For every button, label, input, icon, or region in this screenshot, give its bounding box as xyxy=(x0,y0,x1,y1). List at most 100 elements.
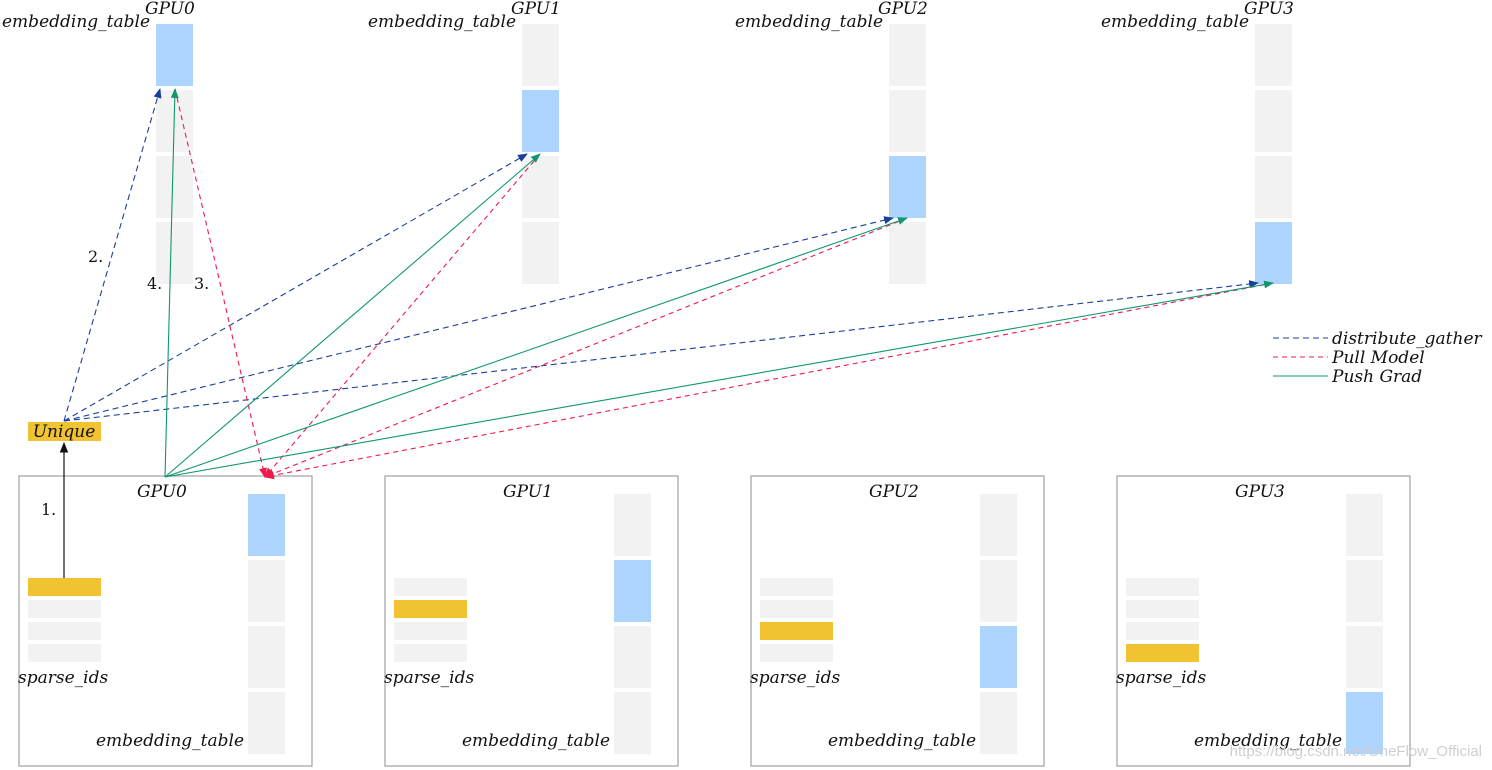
table-row xyxy=(1255,90,1292,152)
table-row xyxy=(980,560,1017,622)
table-row xyxy=(1346,560,1383,622)
pull-arrow-gpu3 xyxy=(264,282,1274,480)
sparse-ids-label: sparse_ids xyxy=(750,668,840,688)
pull-arrow-gpu1 xyxy=(264,153,541,478)
push-arrow-gpu3 xyxy=(164,280,1274,478)
table-row xyxy=(980,692,1017,754)
table-row-highlight xyxy=(248,494,285,556)
sparse-ids-label: sparse_ids xyxy=(384,668,474,688)
gpu-title: GPU0 xyxy=(137,482,187,502)
table-row xyxy=(522,156,559,218)
embedding-table-label: embedding_table xyxy=(96,731,244,751)
table-row xyxy=(248,626,285,688)
gpu-title: GPU1 xyxy=(503,482,553,502)
top-table-label: embedding_table xyxy=(735,12,883,32)
table-row xyxy=(248,560,285,622)
step-3-label: 3. xyxy=(194,274,209,293)
top-gpu-label: GPU1 xyxy=(511,0,561,19)
top-gpu-label: GPU0 xyxy=(145,0,195,19)
table-row xyxy=(889,222,926,284)
watermark-text: https://blog.csdn.net/OneFlow_Official xyxy=(1230,743,1482,760)
step-4-label: 4. xyxy=(147,274,162,293)
legend-pull-model: Pull Model xyxy=(1331,348,1425,368)
distribute-arrow-gpu2 xyxy=(63,216,894,422)
top-table-gpu1: embedding_table GPU1 xyxy=(368,0,561,284)
gpu-frame xyxy=(1116,475,1411,767)
distribute-arrow-gpu0 xyxy=(63,88,162,422)
top-table-label: embedding_table xyxy=(1101,12,1249,32)
embedding-table-label: embedding_table xyxy=(462,731,610,751)
gpu-title: GPU2 xyxy=(869,482,919,502)
gpu1-box: GPU1 sparse_ids embedding_table xyxy=(384,475,679,767)
table-row xyxy=(1346,626,1383,688)
unique-node: Unique xyxy=(28,422,101,442)
gpu-title: GPU3 xyxy=(1235,482,1285,502)
table-row xyxy=(522,222,559,284)
unique-box xyxy=(28,422,101,441)
table-row xyxy=(889,24,926,86)
table-row-highlight xyxy=(1255,222,1292,284)
sparse-id xyxy=(1126,622,1199,640)
distribute-gather-arrows xyxy=(63,88,1259,422)
push-grad-arrows xyxy=(164,88,1274,478)
table-row-highlight xyxy=(980,626,1017,688)
table-row xyxy=(248,692,285,754)
pull-arrow-gpu2 xyxy=(264,217,908,478)
table-row xyxy=(156,156,193,218)
sparse-id-active xyxy=(760,622,833,640)
pull-model-arrows xyxy=(174,88,1274,480)
table-row xyxy=(1346,494,1383,556)
sparse-id xyxy=(760,600,833,618)
sparse-ids-label: sparse_ids xyxy=(18,668,108,688)
unique-label: Unique xyxy=(33,422,96,442)
sparse-id xyxy=(394,644,467,662)
sparse-id-active xyxy=(394,600,467,618)
gpu0-box: GPU0 sparse_ids embedding_table xyxy=(18,475,313,767)
table-row xyxy=(522,24,559,86)
sparse-id xyxy=(1126,578,1199,596)
table-row-highlight xyxy=(522,90,559,152)
top-table-label: embedding_table xyxy=(2,12,150,32)
push-arrow-gpu1 xyxy=(164,153,541,478)
sparse-id xyxy=(394,622,467,640)
top-table-gpu0: embedding_table GPU0 xyxy=(2,0,195,284)
table-row xyxy=(1255,24,1292,86)
table-row-highlight xyxy=(614,560,651,622)
top-gpu-label: GPU2 xyxy=(878,0,928,19)
sparse-id xyxy=(28,644,101,662)
top-gpu-label: GPU3 xyxy=(1244,0,1294,19)
push-arrow-gpu2 xyxy=(164,217,908,478)
sparse-ids-label: sparse_ids xyxy=(1116,668,1206,688)
table-row xyxy=(614,626,651,688)
gpu-frame xyxy=(750,475,1045,767)
legend: distribute_gather Pull Model Push Grad xyxy=(1273,329,1483,387)
table-row-highlight xyxy=(1346,692,1383,754)
table-row xyxy=(889,90,926,152)
step-1-label: 1. xyxy=(41,500,56,519)
sparse-id xyxy=(1126,600,1199,618)
table-row xyxy=(156,222,193,284)
table-row-highlight xyxy=(156,24,193,86)
push-arrow-gpu0 xyxy=(164,88,179,478)
table-row xyxy=(614,692,651,754)
step-2-label: 2. xyxy=(88,247,103,266)
sparse-id-active xyxy=(28,578,101,596)
embedding-table-label: embedding_table xyxy=(828,731,976,751)
gpu-frame xyxy=(384,475,679,767)
distribute-arrow-gpu1 xyxy=(63,153,528,422)
gpu3-box: GPU3 sparse_ids embedding_table xyxy=(1116,475,1411,767)
sparse-id xyxy=(760,578,833,596)
top-table-gpu3: embedding_table GPU3 xyxy=(1101,0,1294,284)
distribute-arrow-gpu3 xyxy=(63,280,1259,422)
table-row xyxy=(980,494,1017,556)
legend-push-grad: Push Grad xyxy=(1331,367,1422,387)
sparse-id xyxy=(28,600,101,618)
sparse-id-active xyxy=(1126,644,1199,662)
sparse-id xyxy=(394,578,467,596)
sparse-id xyxy=(760,644,833,662)
table-row xyxy=(1255,156,1292,218)
gpu2-box: GPU2 sparse_ids embedding_table xyxy=(750,475,1045,767)
pull-arrow-gpu0 xyxy=(174,88,267,478)
embedding-table-label: embedding_table xyxy=(1194,731,1342,751)
